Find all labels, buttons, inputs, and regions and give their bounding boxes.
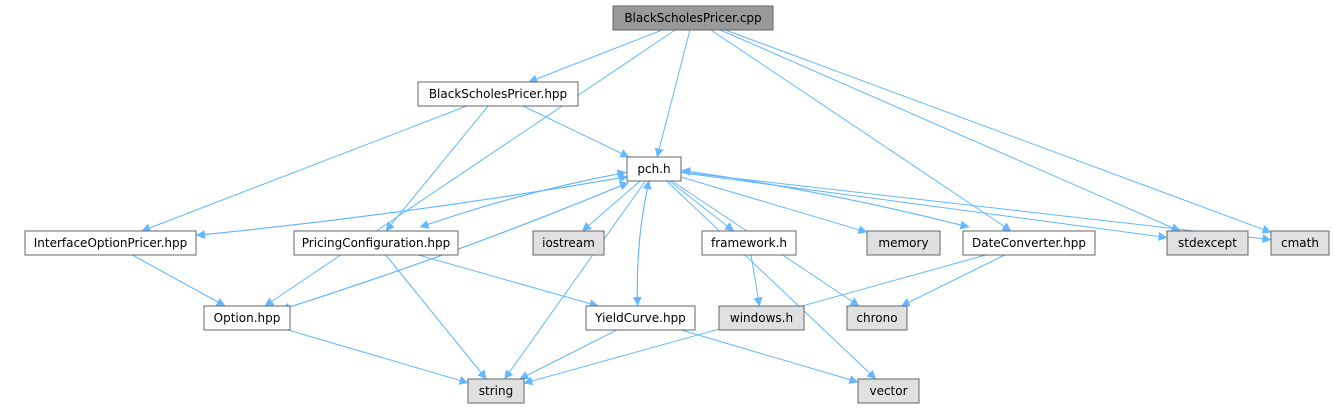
node-stdexcept: stdexcept <box>1166 230 1249 256</box>
edge-pricingconfiguration_hpp-to-pch_h <box>419 169 627 228</box>
edge-pch_h-to-string <box>504 180 646 380</box>
node-label-pricingconfiguration_hpp: PricingConfiguration.hpp <box>302 236 450 250</box>
edge-blackscholespricer_cpp-to-stdexcept <box>720 29 1181 232</box>
node-box-option_hpp <box>203 305 291 331</box>
node-box-blackscholespricer_hpp <box>417 81 579 107</box>
edge-dateconverter_hpp-to-pch_h <box>681 167 970 228</box>
node-box-yieldcurve_hpp <box>585 305 696 331</box>
node-chrono: chrono <box>846 305 908 331</box>
edge-pch_h-to-cmath <box>680 171 1272 244</box>
node-windows_h: windows.h <box>718 305 805 331</box>
node-label-stdexcept: stdexcept <box>1178 236 1237 250</box>
node-label-string: string <box>479 384 513 398</box>
node-box-vector <box>857 378 920 404</box>
node-blackscholespricer_hpp[interactable]: BlackScholesPricer.hpp <box>417 81 579 107</box>
edge-blackscholespricer_cpp-to-option_hpp <box>264 29 676 307</box>
node-box-string <box>467 378 525 404</box>
node-label-option_hpp: Option.hpp <box>214 311 281 325</box>
edge-interfaceoptionpricer_hpp-to-option_hpp <box>132 254 226 307</box>
edge-option_hpp-to-string <box>287 329 469 385</box>
edge-blackscholespricer_hpp-to-pch_h <box>522 105 630 158</box>
node-label-chrono: chrono <box>856 311 897 325</box>
node-blackscholespricer_cpp[interactable]: BlackScholesPricer.cpp <box>612 5 774 31</box>
edge-dateconverter_hpp-to-chrono <box>900 254 1005 307</box>
node-layer: BlackScholesPricer.cppBlackScholesPricer… <box>24 5 1330 404</box>
node-framework_h[interactable]: framework.h <box>701 230 797 256</box>
node-label-interfaceoptionpricer_hpp: InterfaceOptionPricer.hpp <box>34 236 188 250</box>
edge-blackscholespricer_cpp-to-blackscholespricer_hpp <box>528 29 663 84</box>
node-label-cmath: cmath <box>1281 236 1319 250</box>
node-box-chrono <box>846 305 908 331</box>
node-box-dateconverter_hpp <box>962 230 1096 256</box>
node-label-blackscholespricer_hpp: BlackScholesPricer.hpp <box>429 87 567 101</box>
node-yieldcurve_hpp[interactable]: YieldCurve.hpp <box>585 305 696 331</box>
edge-pch_h-to-vector <box>666 180 877 380</box>
node-pch_h[interactable]: pch.h <box>626 156 682 182</box>
edge-pricingconfiguration_hpp-to-string <box>385 254 487 380</box>
node-label-framework_h: framework.h <box>711 236 787 250</box>
node-vector: vector <box>857 378 920 404</box>
node-box-windows_h <box>718 305 805 331</box>
node-label-memory: memory <box>878 236 928 250</box>
node-label-dateconverter_hpp: DateConverter.hpp <box>972 236 1086 250</box>
edge-blackscholespricer_cpp-to-cmath <box>725 29 1272 234</box>
edge-blackscholespricer_cpp-to-pch_h <box>654 29 691 158</box>
edge-blackscholespricer_hpp-to-interfaceoptionpricer_hpp <box>141 105 467 233</box>
edge-blackscholespricer_hpp-to-pricingconfiguration_hpp <box>385 105 489 232</box>
node-label-iostream: iostream <box>542 236 595 250</box>
node-box-blackscholespricer_cpp <box>612 5 774 31</box>
edge-framework_h-to-windows_h <box>750 254 763 307</box>
node-iostream: iostream <box>532 230 605 256</box>
edge-pch_h-to-iostream <box>582 180 641 232</box>
node-box-stdexcept <box>1166 230 1249 256</box>
node-label-blackscholespricer_cpp: BlackScholesPricer.cpp <box>624 11 761 25</box>
node-label-pch_h: pch.h <box>637 162 670 176</box>
node-box-framework_h <box>701 230 797 256</box>
edge-interfaceoptionpricer_hpp-to-pch_h <box>196 173 628 236</box>
node-option_hpp[interactable]: Option.hpp <box>203 305 291 331</box>
edge-yieldcurve_hpp-to-string <box>519 329 617 380</box>
node-box-memory <box>866 230 941 256</box>
edge-yieldcurve_hpp-to-vector <box>681 329 859 384</box>
edge-yieldcurve_hpp-to-pch_h <box>636 180 652 306</box>
node-box-cmath <box>1270 230 1330 256</box>
node-string: string <box>467 378 525 404</box>
edge-pch_h-to-stdexcept <box>680 172 1168 241</box>
node-box-pricingconfiguration_hpp <box>293 230 459 256</box>
edge-pch_h-to-framework_h <box>669 180 734 232</box>
node-memory: memory <box>866 230 941 256</box>
node-dateconverter_hpp[interactable]: DateConverter.hpp <box>962 230 1096 256</box>
edge-blackscholespricer_cpp-to-dateconverter_hpp <box>710 29 1012 232</box>
node-label-vector: vector <box>869 384 907 398</box>
node-cmath: cmath <box>1270 230 1330 256</box>
edge-pricingconfiguration_hpp-to-yieldcurve_hpp <box>418 254 599 308</box>
node-box-iostream <box>532 230 605 256</box>
node-box-interfaceoptionpricer_hpp <box>24 230 197 256</box>
node-label-yieldcurve_hpp: YieldCurve.hpp <box>594 311 686 325</box>
node-interfaceoptionpricer_hpp[interactable]: InterfaceOptionPricer.hpp <box>24 230 197 256</box>
node-label-windows_h: windows.h <box>730 311 793 325</box>
edge-pch_h-to-memory <box>680 176 868 235</box>
node-box-pch_h <box>626 156 682 182</box>
node-pricingconfiguration_hpp[interactable]: PricingConfiguration.hpp <box>293 230 459 256</box>
edge-layer <box>132 29 1272 386</box>
